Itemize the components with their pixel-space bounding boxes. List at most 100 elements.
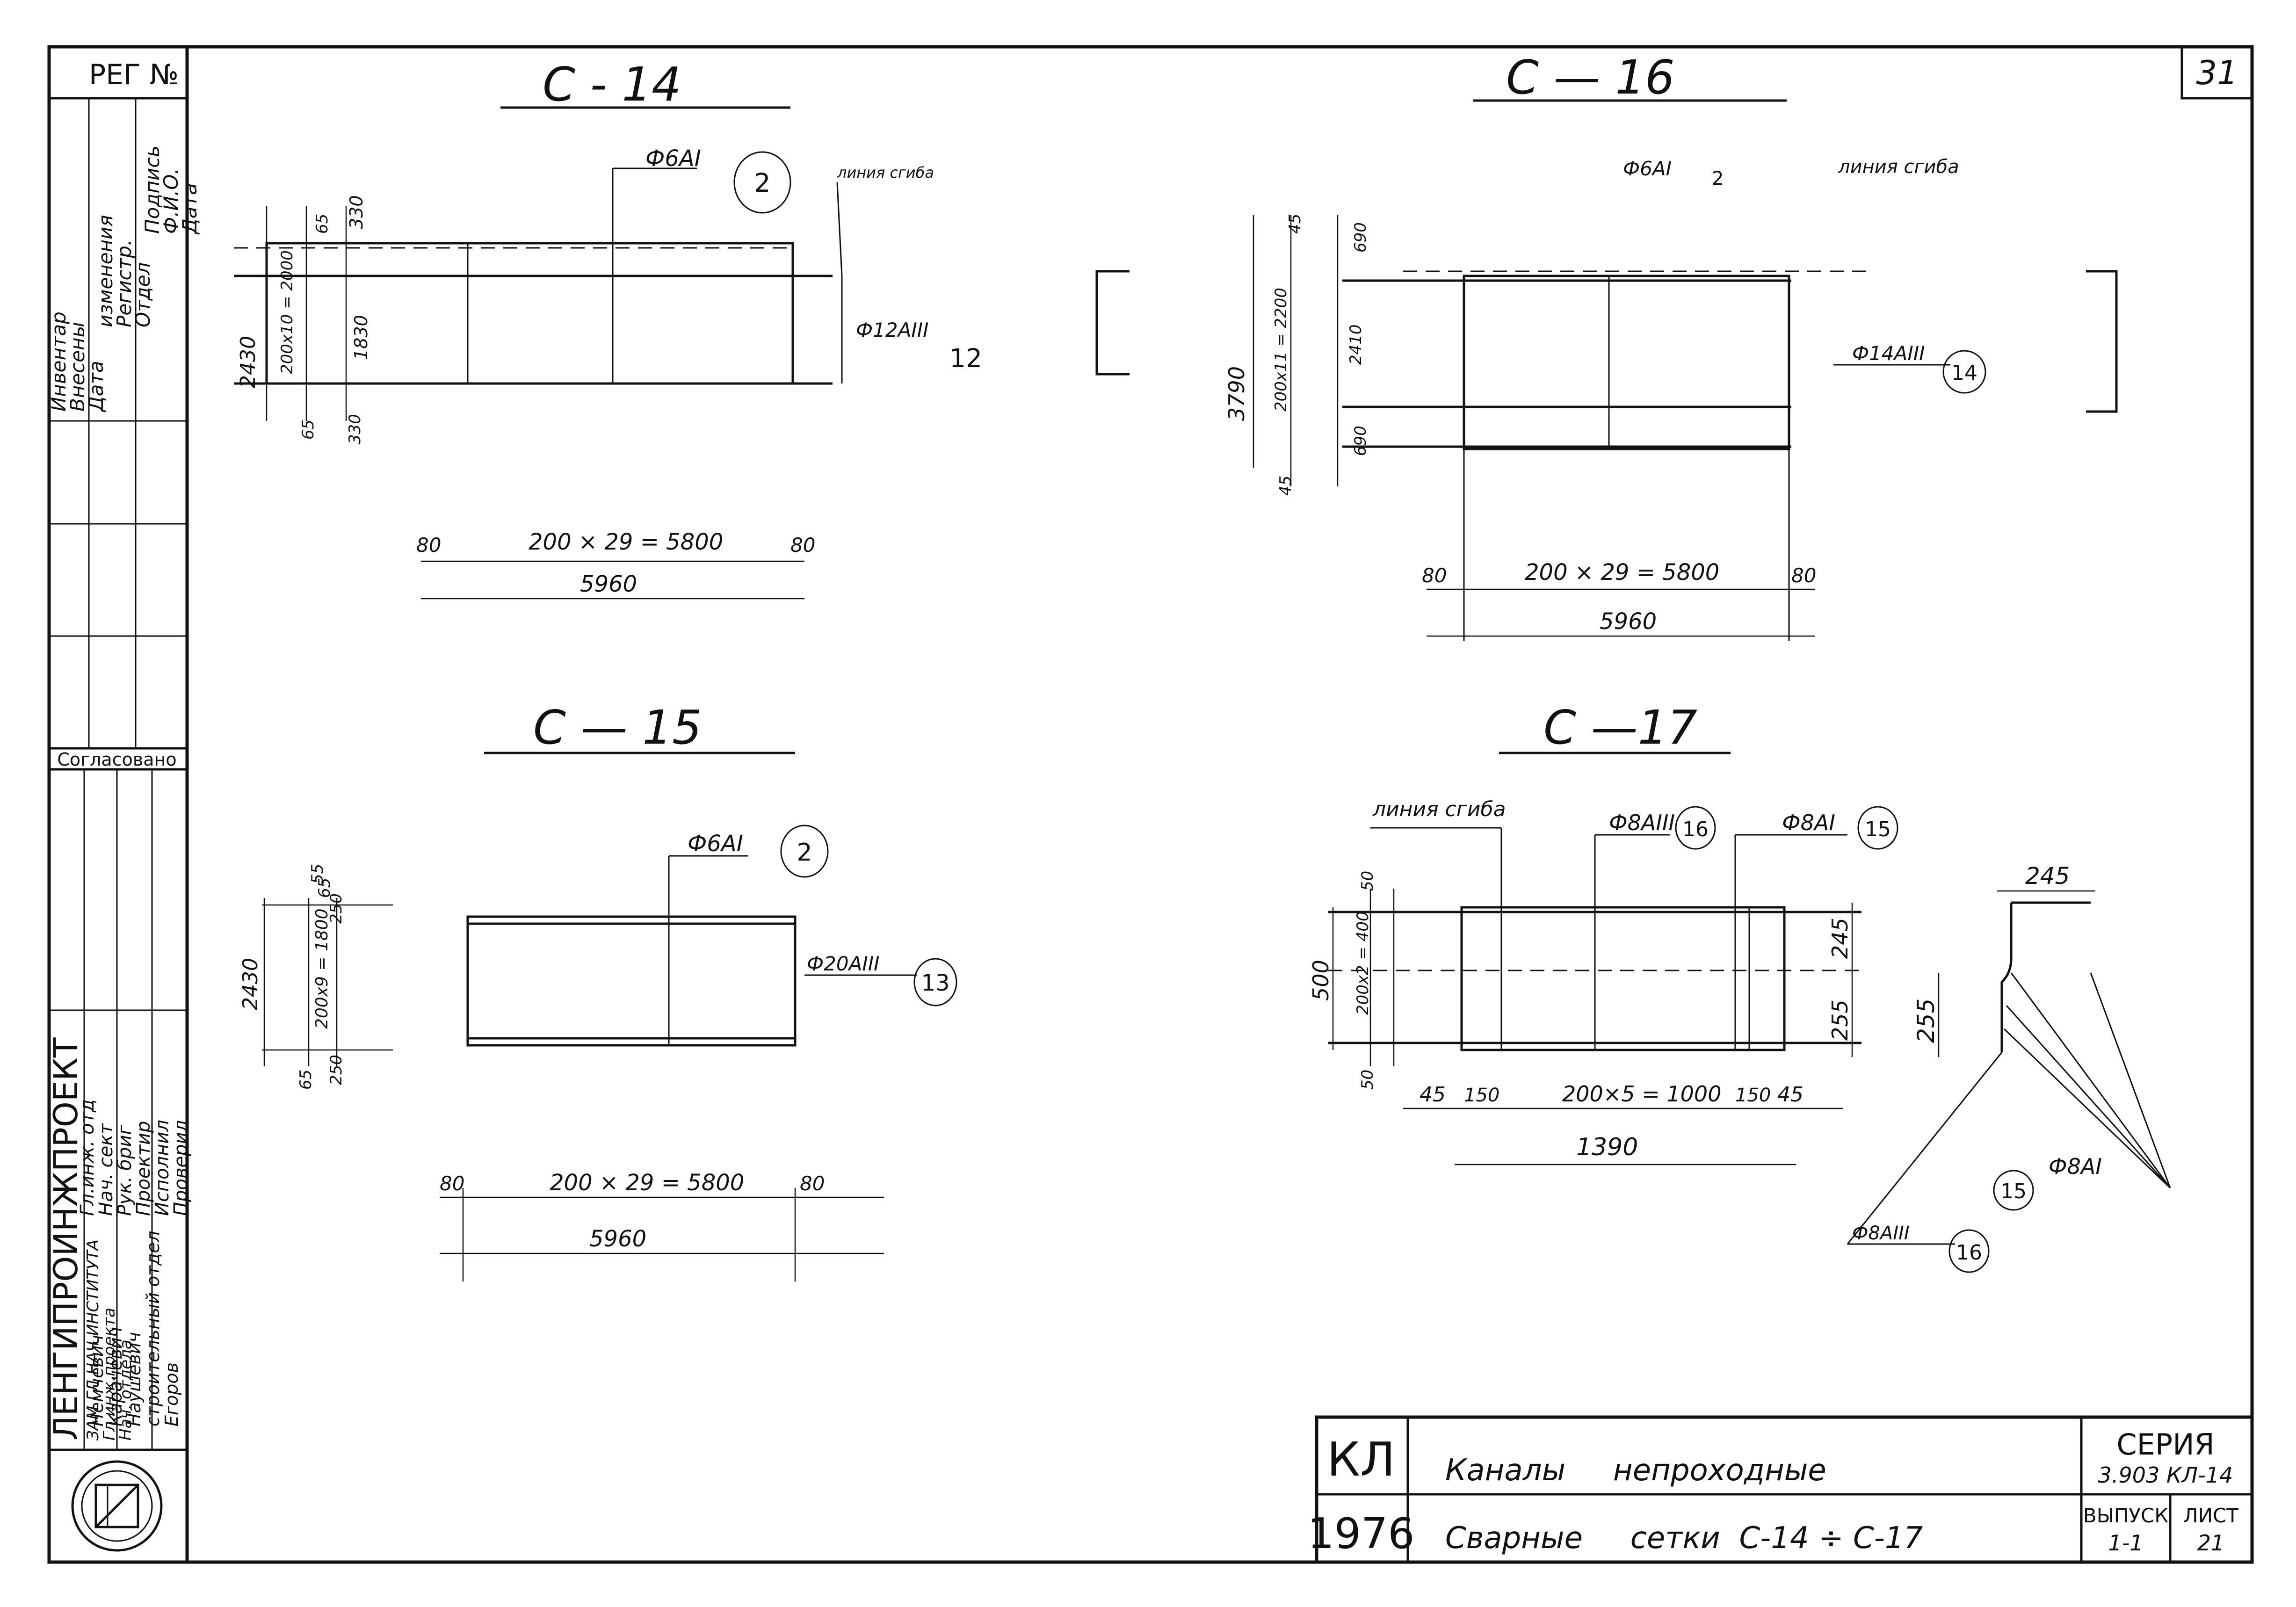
stamp-side-a-3: Нач. отдела <box>116 1339 135 1441</box>
tb-code: КЛ <box>1327 1432 1395 1487</box>
channel-mark-right <box>2086 270 2118 413</box>
c15-dim-bottom: 200 × 29 = 5800 <box>550 1170 744 1196</box>
c17-dim-bottom: 200×5 = 1000 <box>1562 1081 1721 1107</box>
c17-dim-right-2: 255 <box>1827 999 1853 1041</box>
c16-title: С — 16 <box>1506 50 1675 105</box>
left-stamp: РЕГ № Инвентар Внесены Дата изменения Ре… <box>47 58 201 1552</box>
stamp-col2-line3: Отдел <box>131 262 154 327</box>
c17-bend-detail: 245 255 15 Ф8АI Ф8АIII 16 <box>1847 862 2171 1273</box>
stamp-side-a: ЗАМ ГЛ НАЧ ИНСТИТУТА Гл.инж.проекта Нач.… <box>84 1239 135 1441</box>
tb-sheet-label: ЛИСТ <box>2183 1504 2238 1527</box>
c17-dim-part-3: 150 <box>1735 1085 1771 1106</box>
c14-dim-total: 5960 <box>580 571 637 597</box>
c16-dim-right-2: 2410 <box>1347 324 1365 365</box>
drawing-c15: С — 15 Ф6АI 2 Ф20АIII 13 2430 200х9 = 18… <box>239 700 957 1281</box>
stamp-col2: изменения Регистр. Отдел <box>94 215 154 327</box>
c16-dim-left-4: 45 <box>1286 214 1304 234</box>
stamp-reg-label: РЕГ № <box>89 58 179 91</box>
c17-bend-line: линия сгиба <box>1372 797 1506 821</box>
stamp-col2-line2: Регистр. <box>113 239 136 327</box>
stamp-name-2: Карачевич <box>105 1327 126 1426</box>
c16-mesh-outline <box>1463 275 1790 450</box>
c17-dim-part-2: 150 <box>1464 1085 1499 1106</box>
c14-bend-line: линия сгиба <box>837 164 934 181</box>
c15-mesh-outline <box>466 915 797 1047</box>
c16-dim-left-1: 3790 <box>1224 366 1249 421</box>
c15-dim-left-1: 2430 <box>239 958 262 1010</box>
c15-bar-cross-pos: 13 <box>921 970 949 996</box>
stamp-col3: Подпись Ф.И.О. Дата <box>141 145 201 235</box>
tb-issue-label: ВЫПУСК <box>2083 1504 2168 1527</box>
c16-bar-cross-pos: 14 <box>1951 361 1977 385</box>
c17-dim-left-2: 200х2 = 400 <box>1354 911 1372 1015</box>
tb-title-line2: Сварные сетки С-14 ÷ С-17 <box>1445 1521 1923 1556</box>
c17-bar-b-pos: 15 <box>1865 818 1891 841</box>
c16-dim-total: 5960 <box>1600 608 1657 635</box>
stamp-org: ЛЕНГИПРОИНЖПРОЕКТ <box>47 1037 85 1441</box>
drawing-c14: С - 14 Ф6АI 2 линия сгиба Ф12АIII 12 243… <box>234 57 982 600</box>
c14-dim-right-2: 1830 <box>351 315 371 360</box>
logo-emblem <box>71 1460 163 1552</box>
c16-dim-bottom: 200 × 29 = 5800 <box>1525 559 1719 586</box>
c17-dim-part-1: 45 <box>1420 1083 1446 1107</box>
stamp-role-2: Нач. сект <box>95 1123 117 1216</box>
c14-bar-cross-pos: 12 <box>949 343 982 373</box>
stamp-col3-line2: Ф.И.О. <box>159 168 182 234</box>
stamp-col1: Инвентар Внесены Дата <box>47 311 108 413</box>
stamp-role-4: Проектир <box>133 1121 154 1216</box>
stamp-agreed: Согласовано <box>57 749 176 770</box>
stamp-side-a-2: Гл.инж.проекта <box>100 1308 119 1441</box>
stamp-role-1: Гл.инж. отд <box>77 1099 98 1216</box>
c14-dim-left-1: 2430 <box>236 336 260 388</box>
c15-bar-cross: Ф20АIII <box>807 952 880 975</box>
c16-bar-main: Ф6АI <box>1623 157 1672 180</box>
c17-bar-a: Ф8АIII <box>1609 810 1675 835</box>
stamp-col3-line1: Подпись <box>141 145 164 234</box>
c15-dim-left-3: 65 <box>297 1070 315 1090</box>
stamp-col1-line3: Дата <box>85 361 108 413</box>
stamp-side-a-1: ЗАМ ГЛ НАЧ ИНСТИТУТА <box>84 1239 102 1441</box>
c14-bar-main: Ф6АI <box>645 145 701 172</box>
stamp-name-3: Наушевич <box>124 1332 145 1426</box>
c17-detail-bar-b-pos: 15 <box>2000 1180 2027 1203</box>
c16-bar-main-pos: 2 <box>1712 168 1724 189</box>
stamp-role-3: Рук. бриг <box>114 1125 136 1216</box>
c17-dim-left-1: 500 <box>1308 960 1333 1001</box>
c17-detail-bar-a: Ф8АIII <box>1852 1223 1910 1244</box>
c14-bar-main-pos: 2 <box>754 168 771 198</box>
c15-dim-right-3: 250 <box>327 1055 346 1085</box>
c16-dim-right-3: 690 <box>1351 426 1370 456</box>
c14-dim-edge-right: 80 <box>790 534 815 557</box>
stamp-role-5: Исполнил <box>152 1120 173 1216</box>
c15-dim-left-2: 200х9 = 1800 <box>312 908 332 1029</box>
outer-frame <box>47 45 2254 1564</box>
c17-bar-b: Ф8АI <box>1782 810 1835 835</box>
c15-dim-total: 5960 <box>589 1226 646 1252</box>
stamp-name-5: Егоров <box>161 1362 182 1426</box>
tb-series-value: 3.903 КЛ-14 <box>2098 1462 2233 1488</box>
c17-detail-bar-b: Ф8АI <box>2049 1154 2102 1179</box>
c14-dim-bottom: 200 × 29 = 5800 <box>529 529 723 555</box>
c15-bar-main: Ф6АI <box>688 831 743 857</box>
c17-dim-right-1: 245 <box>1827 918 1853 959</box>
c16-dim-edge-left: 80 <box>1422 564 1447 587</box>
c17-dim-left-3: 50 <box>1358 871 1377 891</box>
c17-mesh-outline <box>1460 906 1786 1051</box>
tb-year: 1976 <box>1307 1509 1414 1558</box>
c15-dim-edge-right: 80 <box>800 1172 825 1195</box>
tb-sheet-value: 21 <box>2197 1530 2225 1556</box>
c17-detail-bar-a-pos: 16 <box>1956 1241 1982 1265</box>
stamp-role-6: Проверил <box>170 1120 192 1216</box>
c16-bend-line: линия сгиба <box>1838 156 1959 178</box>
c14-dim-edge-left: 80 <box>416 534 441 557</box>
title-block: КЛ 1976 Каналы непроходные Сварные сетки… <box>1307 1415 2254 1564</box>
c15-bar-main-pos: 2 <box>797 839 812 867</box>
c15-dim-right-1: 55 <box>308 864 327 884</box>
c17-dim-total: 1390 <box>1576 1133 1638 1161</box>
c15-title: С — 15 <box>533 700 702 755</box>
c14-title: С - 14 <box>543 57 681 112</box>
drawing-c16: С — 16 Ф6АI 2 линия сгиба Ф14АIII 14 379… <box>1224 50 1986 641</box>
stamp-col1-line2: Внесены <box>66 322 89 412</box>
tb-issue-value: 1-1 <box>2108 1530 2143 1556</box>
